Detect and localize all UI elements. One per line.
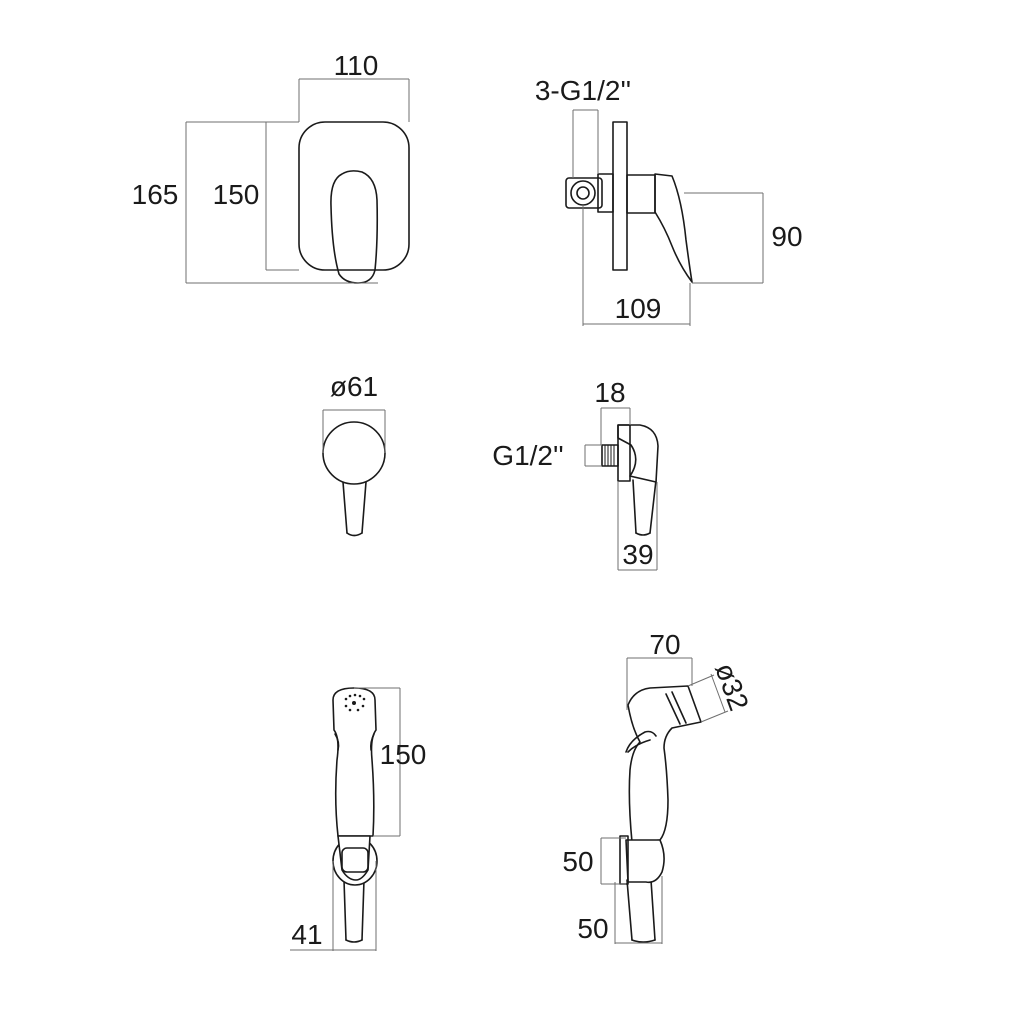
trigger-lever [625, 730, 657, 753]
mixer-side-height-label: 90 [771, 221, 802, 252]
wall-outlet-depth-label: 18 [594, 377, 625, 408]
wall-outlet-diameter-label: ø61 [330, 371, 378, 402]
spray-nozzles [344, 693, 366, 712]
handshower-side-body [627, 685, 702, 843]
mixer-height-plate-label: 150 [213, 179, 260, 210]
nozzle [344, 704, 348, 708]
mixer-inlet-bore [576, 186, 590, 200]
mixer-cover-plate [298, 121, 410, 271]
dimension-line-diameter [710, 673, 726, 713]
mixer-height-outer-label: 165 [132, 179, 179, 210]
hose-end [635, 532, 651, 536]
nozzle [344, 697, 348, 701]
nozzle [356, 708, 360, 712]
nozzle [348, 708, 352, 712]
wall-outlet-height-label: 39 [622, 539, 653, 570]
trigger-lever [627, 739, 651, 753]
hose-left-edge [343, 879, 347, 941]
wall-outlet-side-view: 18 G1/2'' 39 [492, 377, 659, 571]
handshower-grip [337, 835, 371, 881]
handshower-side-view: 70 ø32 50 50 [562, 629, 755, 944]
head-ring [671, 691, 687, 724]
hose-right-edge [361, 481, 367, 534]
nozzle [362, 697, 366, 701]
mixer-side-lever [654, 173, 693, 283]
mixer-lever [330, 170, 379, 284]
hose-right-edge [649, 479, 657, 534]
holder-side [625, 839, 665, 884]
handshower-width-label: 70 [649, 629, 680, 660]
hose-width-label: 50 [577, 913, 608, 944]
handshower-front-view: 150 41 [290, 687, 427, 951]
holder-height-label: 50 [562, 846, 593, 877]
holder-width-label: 41 [291, 919, 322, 950]
hose-end [345, 939, 363, 943]
hose-end [631, 939, 656, 943]
nozzle [358, 694, 362, 698]
handshower-length-label: 150 [380, 739, 427, 770]
wall-outlet-thread-label: G1/2'' [492, 440, 563, 471]
holder-clip [341, 847, 369, 873]
wall-outlet-thread [601, 444, 619, 467]
mixer-inlet-block [565, 177, 603, 209]
wall-outlet-elbow [617, 424, 659, 483]
hose-right-edge [361, 879, 365, 941]
hose-left-edge [626, 879, 633, 941]
hose-end [346, 532, 363, 537]
nozzle [353, 693, 357, 697]
hose-right-edge [650, 879, 656, 941]
hose-left-edge [342, 481, 348, 534]
body-contour [334, 733, 340, 751]
mixer-side-view: 3-G1/2'' 90 109 [535, 75, 803, 326]
nozzle [348, 694, 352, 698]
mixer-front-view: 110 165 150 [132, 50, 410, 284]
mixer-body [597, 173, 614, 213]
mixer-depth-label: 109 [615, 293, 662, 324]
hose-left-edge [632, 479, 637, 534]
handshower-body [332, 687, 377, 837]
mixer-inlet-port [570, 180, 596, 206]
extension-line [687, 674, 715, 687]
nozzle [361, 704, 365, 708]
mixer-inlets-label: 3-G1/2'' [535, 75, 631, 106]
mixer-collar [626, 174, 656, 214]
mixer-width-label: 110 [334, 50, 379, 81]
handshower-head-diameter-label: ø32 [709, 659, 755, 715]
mixer-side-plate [612, 121, 628, 271]
body-contour [370, 733, 375, 751]
wall-outlet-front-view: ø61 [322, 371, 386, 537]
wall-outlet-flange [322, 421, 386, 485]
extension-line [700, 710, 729, 723]
head-ring [665, 693, 681, 725]
nozzle [352, 701, 356, 705]
